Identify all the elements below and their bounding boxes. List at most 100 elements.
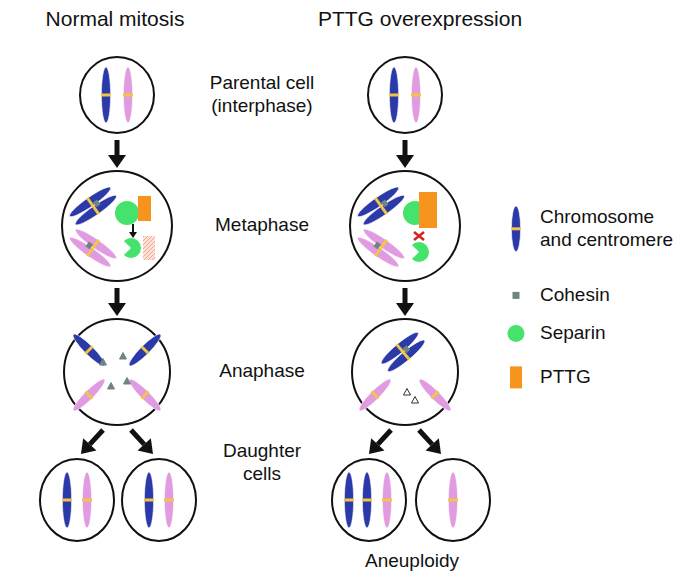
label-holder: Daughter cells — [212, 440, 312, 486]
cleaved-cohesin — [412, 397, 419, 404]
chromosome-arm — [344, 472, 353, 528]
active-separin — [412, 242, 429, 262]
step-arrow-head — [108, 155, 126, 168]
chromosome — [344, 472, 354, 528]
centromere — [382, 499, 392, 502]
sister-chromatids — [355, 183, 407, 228]
centromere — [362, 499, 372, 502]
centromere — [511, 227, 521, 230]
centromere — [144, 499, 154, 502]
cell-membrane — [332, 459, 406, 541]
chromosome — [385, 337, 428, 376]
cleaved-cohesin — [108, 383, 115, 390]
chromosome-arm — [361, 226, 407, 262]
chromosome-arm — [382, 472, 391, 528]
centromere — [101, 94, 111, 97]
chromosome-arm — [511, 206, 520, 252]
step-arrow-head — [81, 438, 96, 454]
chromosome-arm — [356, 376, 394, 414]
cohesin — [403, 345, 411, 353]
label-holder: Normal mitosis — [10, 6, 220, 31]
cell-membrane — [122, 459, 196, 541]
chromosome-arm — [73, 192, 119, 228]
sister-chromatids — [67, 225, 119, 270]
label-holder: Aneuploidy — [327, 550, 497, 573]
step-arrow-head — [108, 303, 126, 316]
chromosome — [144, 472, 154, 528]
legend-text: Separin — [540, 322, 688, 345]
degraded-pttg — [143, 236, 155, 260]
column-heading: Normal mitosis — [10, 6, 220, 31]
release-arrow-head — [129, 232, 137, 238]
step-arrow-head — [396, 303, 414, 316]
chromosome — [448, 472, 458, 528]
centromere — [92, 205, 100, 215]
chromosome — [82, 472, 92, 528]
cleaved-cohesin — [124, 378, 131, 385]
pttg — [138, 196, 151, 221]
chromosome-arm — [82, 472, 91, 528]
chromosome-arm — [62, 472, 71, 528]
chromosome-arm — [101, 67, 110, 123]
cell-membrane — [40, 459, 114, 541]
cell-membrane — [352, 319, 458, 425]
cleaved-cohesin — [120, 353, 127, 360]
label-holder: Anaphase — [187, 360, 337, 383]
chromosome — [411, 67, 421, 123]
chromosome-arm — [416, 376, 454, 414]
chromosome-arm — [164, 472, 173, 528]
legend-entry: Separin — [540, 322, 688, 345]
legend-entry: Chromosome and centromere — [540, 206, 688, 252]
centromere — [430, 390, 439, 399]
chromosome — [389, 67, 399, 123]
cell-membrane — [416, 459, 490, 541]
centromere — [370, 390, 379, 399]
cell-membrane — [350, 171, 460, 281]
chromosome-arm — [126, 331, 164, 369]
chromosome-arm — [448, 472, 457, 528]
step-arrow-shaft — [378, 430, 391, 444]
chromosome — [126, 376, 164, 414]
stage-label: Metaphase — [187, 214, 337, 237]
column-heading: PTTG overexpression — [295, 6, 545, 31]
centromere — [82, 499, 92, 502]
cohesin — [86, 242, 94, 250]
centromere — [140, 345, 149, 354]
chromosome — [362, 472, 372, 528]
chromosome — [416, 376, 454, 414]
legend-text: Cohesin — [540, 284, 688, 307]
step-arrow-shaft — [90, 430, 103, 444]
chromosome — [73, 225, 120, 262]
cell-membrane — [80, 57, 154, 133]
legend-entry: Cohesin — [540, 284, 688, 307]
chromosome-arm — [389, 67, 398, 123]
label-holder: PTTG overexpression — [295, 6, 545, 31]
chromosome — [73, 192, 120, 229]
centromere — [389, 94, 399, 97]
step-arrow-shaft — [419, 430, 432, 444]
centromere — [62, 499, 72, 502]
active-separin — [124, 238, 141, 258]
block-cross — [414, 232, 424, 240]
centromere — [86, 247, 94, 257]
step-arrow-shaft — [403, 288, 408, 303]
sister-chromatids — [355, 225, 407, 270]
centromere — [380, 205, 388, 215]
step-arrow-shaft — [115, 140, 120, 155]
step-arrow-shaft — [115, 288, 120, 303]
centromere — [84, 390, 93, 399]
centromere — [84, 345, 93, 354]
legend-swatch — [508, 325, 525, 342]
chromosome-arm — [126, 376, 164, 414]
legend-text: PTTG — [540, 366, 688, 389]
stage-label: Anaphase — [187, 360, 337, 383]
step-arrow-head — [138, 438, 153, 454]
centromere — [411, 94, 421, 97]
chromosome-arm — [70, 376, 108, 414]
cell-membrane — [64, 319, 170, 425]
chromosome — [361, 192, 408, 229]
centromere — [448, 499, 458, 502]
label-holder: Parental cell (interphase) — [187, 72, 337, 118]
centromere — [92, 239, 100, 249]
